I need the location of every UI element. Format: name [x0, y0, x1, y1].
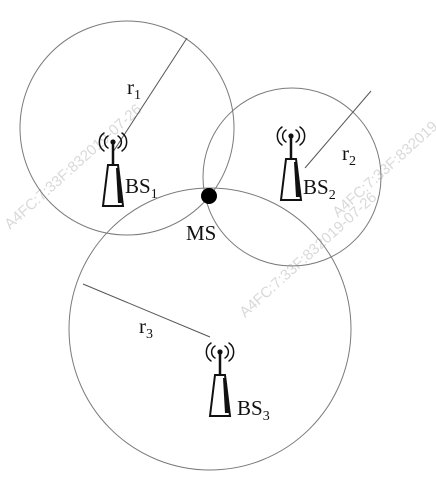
mobile-station-label: MS	[186, 221, 216, 245]
antenna-icon	[98, 132, 128, 207]
antenna-icon	[205, 342, 235, 417]
station-label-bs3: BS3	[237, 396, 270, 424]
base-station-bs1	[98, 132, 128, 207]
radius-label-r2: r2	[342, 141, 356, 169]
radius-label-r1: r1	[127, 75, 141, 103]
radius-line-r3	[82, 283, 211, 338]
watermark-layer: A4FC:7:33F:832019-07-26 A4FC:7:33F:83201…	[1, 89, 436, 321]
station-label-bs1: BS1	[125, 174, 158, 202]
watermark-text-1: A4FC:7:33F:832019-07-26	[1, 101, 145, 233]
coverage-circle-bs3	[68, 187, 352, 471]
mobile-station-dot	[201, 188, 217, 204]
radius-line-r2	[304, 90, 372, 169]
base-station-bs3	[205, 342, 235, 417]
radius-label-r3: r3	[139, 314, 153, 342]
base-station-bs2	[276, 126, 306, 201]
coverage-circle-bs1	[19, 20, 235, 236]
radius-line-r1	[112, 37, 188, 153]
antenna-icon	[276, 126, 306, 201]
coverage-circle-bs2	[202, 87, 382, 267]
station-label-bs2: BS2	[303, 175, 336, 203]
watermark-text-2: A4FC:7:33F:832019-07-26	[236, 189, 380, 321]
